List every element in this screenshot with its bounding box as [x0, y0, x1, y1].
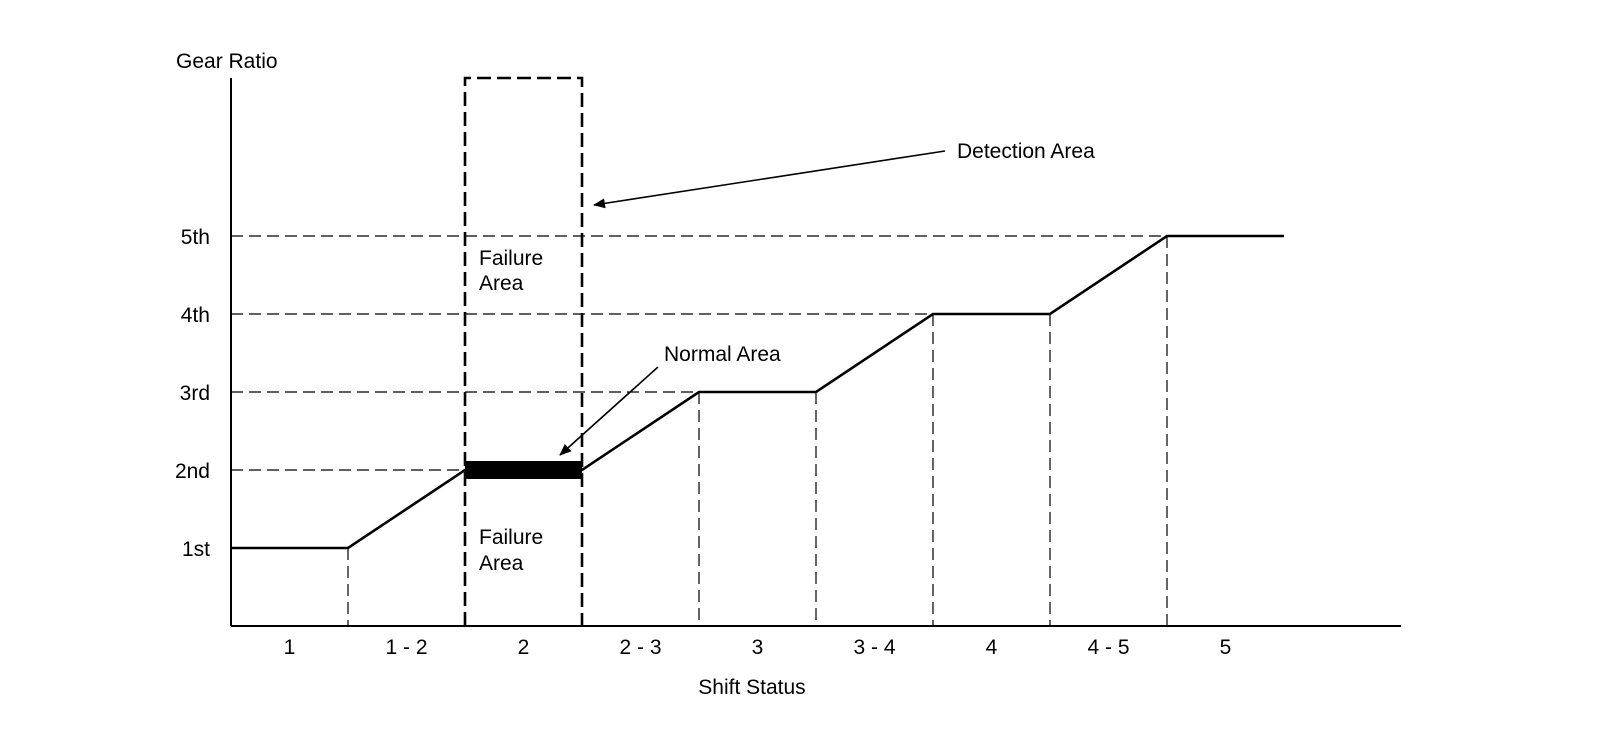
x-tick-label-0: 1: [284, 636, 296, 659]
normal-area-arrow: [559, 366, 659, 456]
x-tick-label-2: 2: [518, 636, 530, 659]
normal-area-band: [465, 461, 582, 479]
failure-area-lower-line2: Area: [479, 552, 524, 575]
detection-area-label: Detection Area: [957, 140, 1095, 163]
y-axis-label: Gear Ratio: [176, 50, 278, 73]
x-tick-label-7: 4 - 5: [1087, 636, 1129, 659]
x-tick-label-6: 4: [986, 636, 998, 659]
failure-area-lower-line1: Failure: [479, 526, 543, 549]
y-tick-label-3rd: 3rd: [180, 382, 210, 405]
x-tick-label-1: 1 - 2: [385, 636, 427, 659]
gear-ratio-curve: [231, 234, 1284, 550]
x-axis-label: Shift Status: [698, 676, 805, 699]
y-tick-label-2nd: 2nd: [175, 460, 210, 483]
detection-area-outline: [463, 76, 584, 626]
y-tick-label-5th: 5th: [181, 226, 210, 249]
annotation-arrows: [559, 150, 946, 456]
axes: [230, 78, 1401, 627]
normal-area-band-group: [465, 461, 582, 479]
x-tick-label-3: 2 - 3: [619, 636, 661, 659]
normal-area-label: Normal Area: [664, 343, 781, 366]
failure-area-upper-line1: Failure: [479, 247, 543, 270]
gear-ratio-curve-group: [231, 234, 1284, 550]
x-tick-label-8: 5: [1220, 636, 1232, 659]
x-tick-label-5: 3 - 4: [853, 636, 895, 659]
tick-labels: 1st 2nd 3rd 4th 5th 1 1 - 2 2 2 - 3 3 3 - 4 4 4 - 5 5: [175, 226, 1231, 659]
failure-area-upper-line2: Area: [479, 272, 524, 295]
detection-area-box: [463, 76, 584, 626]
y-tick-label-4th: 4th: [181, 304, 210, 327]
x-tick-label-4: 3: [752, 636, 764, 659]
y-tick-label-1st: 1st: [182, 538, 210, 561]
guide-lines: [231, 235, 1168, 626]
detection-area-arrow: [593, 150, 946, 209]
